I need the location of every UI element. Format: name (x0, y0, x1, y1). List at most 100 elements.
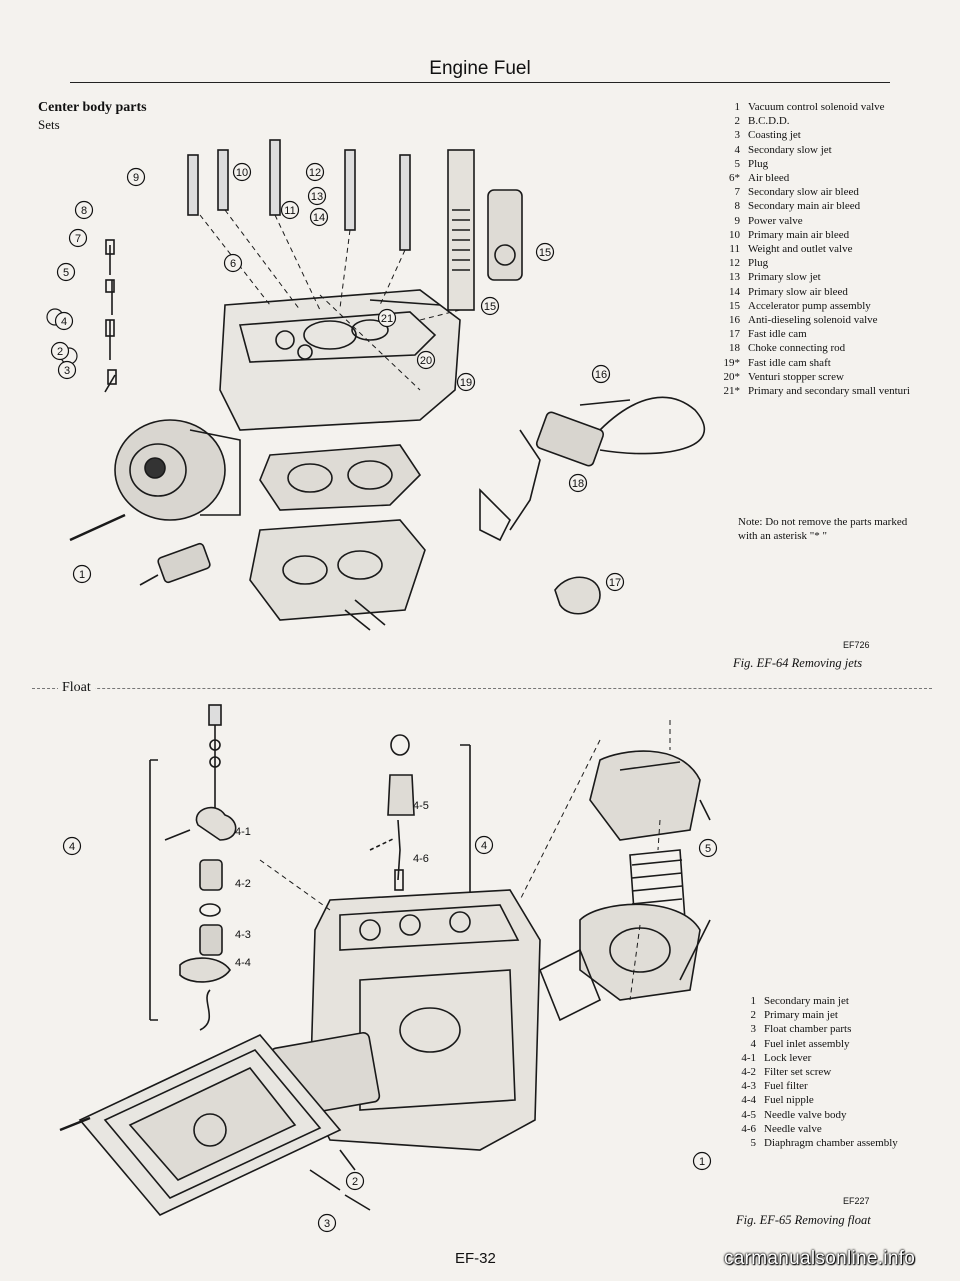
legend-number: 3 (750, 1023, 757, 1036)
legend-text: Choke connecting rod (748, 342, 846, 355)
legend-text: Needle valve body (764, 1108, 847, 1121)
legend-row: 19*Fast idle cam shaft (714, 356, 914, 370)
legend-number: 1 (750, 995, 757, 1007)
svg-text:4-3: 4-3 (235, 929, 251, 941)
legend-row: 11 Weight and outlet valve (714, 242, 914, 256)
legend-text: Secondary main air bleed (748, 200, 861, 213)
legend-text: Primary main jet (764, 1009, 838, 1022)
svg-text:2: 2 (352, 1176, 358, 1188)
svg-text:2: 2 (57, 346, 63, 358)
callout-5: 5 (698, 838, 718, 858)
callout-4: 4 (62, 836, 82, 856)
legend-number: 19* (723, 356, 741, 369)
svg-text:4-6: 4-6 (413, 853, 429, 865)
legend-number: 5 (734, 157, 741, 170)
figure-code-ef726: EF726 (843, 640, 870, 650)
legend-number: 4-2 (741, 1066, 756, 1079)
legend-text: Accelerator pump assembly (748, 299, 871, 312)
legend-text: Weight and outlet valve (748, 243, 853, 256)
svg-text:20: 20 (420, 355, 432, 367)
callout-1: 1 (72, 564, 92, 584)
asterisk-note: Note: Do not remove the parts marked wit… (738, 516, 908, 542)
legend-row: 4 Secondary slow jet (714, 143, 914, 157)
callout-16: 16 (591, 364, 611, 384)
svg-text:4: 4 (69, 841, 75, 853)
callout-9: 9 (126, 167, 146, 187)
legend-text: Plug (748, 157, 769, 170)
legend-row: 4-2 Filter set screw (730, 1065, 930, 1079)
svg-text:4-2: 4-2 (235, 878, 251, 890)
svg-text:17: 17 (609, 577, 621, 589)
legend-text: B.C.D.D. (748, 115, 790, 128)
callout-19: 19 (456, 372, 476, 392)
legend-row: 15 Accelerator pump assembly (714, 299, 914, 313)
svg-text:18: 18 (572, 478, 584, 490)
legend-number: 9 (734, 214, 741, 227)
legend-number: 6* (729, 172, 740, 185)
legend-text: Float chamber parts (764, 1023, 852, 1036)
legend-text: Primary and secondary small venturi (748, 385, 910, 398)
legend-number: 2 (750, 1009, 757, 1022)
callout-15: 15 (535, 242, 555, 262)
svg-text:10: 10 (236, 167, 248, 179)
svg-text:1: 1 (79, 569, 85, 581)
callout-17: 17 (605, 572, 625, 592)
callout-11: 11 (280, 200, 300, 220)
legend-number: 5 (750, 1137, 757, 1150)
legend-number: 18 (729, 342, 740, 355)
legend-text: Primary slow jet (748, 271, 821, 284)
legend-text: Vacuum control solenoid valve (748, 101, 885, 113)
legend-text: Primary main air bleed (748, 228, 850, 241)
legend-text: Fuel inlet assembly (764, 1037, 850, 1050)
legend-number: 13 (729, 271, 740, 284)
svg-text:4-4: 4-4 (235, 957, 251, 969)
legend-number: 7 (734, 186, 741, 199)
callout-21: 21 (377, 308, 397, 328)
section-title-float: Float (58, 680, 95, 696)
legend-text: Fast idle cam (748, 328, 807, 341)
svg-text:3: 3 (64, 365, 70, 377)
callout-4-1: 4-1 (235, 826, 251, 838)
legend-number: 17 (729, 328, 740, 341)
callout-6: 6 (223, 253, 243, 273)
figure-code-ef227: EF227 (843, 1196, 870, 1206)
svg-text:14: 14 (313, 212, 325, 224)
legend-text: Filter set screw (764, 1066, 832, 1079)
legend-number: 21* (723, 385, 741, 398)
header-rule (70, 82, 890, 83)
svg-text:8: 8 (81, 205, 87, 217)
legend-number: 4-1 (741, 1051, 756, 1064)
callout-2: 2 (50, 341, 70, 361)
callout-15: 15 (480, 296, 500, 316)
svg-text:9: 9 (133, 172, 139, 184)
legend-text: Plug (748, 257, 769, 270)
legend-text: Secondary slow jet (748, 143, 832, 156)
callout-13: 13 (307, 186, 327, 206)
svg-text:5: 5 (705, 843, 711, 855)
legend-row: 5 Plug (714, 157, 914, 171)
legend-number: 4 (750, 1037, 757, 1050)
legend-number: 11 (729, 243, 740, 256)
svg-text:15: 15 (539, 247, 551, 259)
section-subtitle-sets: Sets (38, 117, 60, 132)
legend-number: 15 (729, 299, 740, 312)
legend-text: Air bleed (748, 172, 790, 185)
legend-row: 18 Choke connecting rod (714, 341, 914, 355)
legend-number: 4 (734, 143, 741, 156)
svg-text:6: 6 (230, 258, 236, 270)
legend-text: Power valve (748, 214, 803, 227)
svg-text:3: 3 (324, 1218, 330, 1230)
legend-row: 6* Air bleed (714, 171, 914, 185)
legend-row: 2 Primary main jet (730, 1008, 930, 1022)
